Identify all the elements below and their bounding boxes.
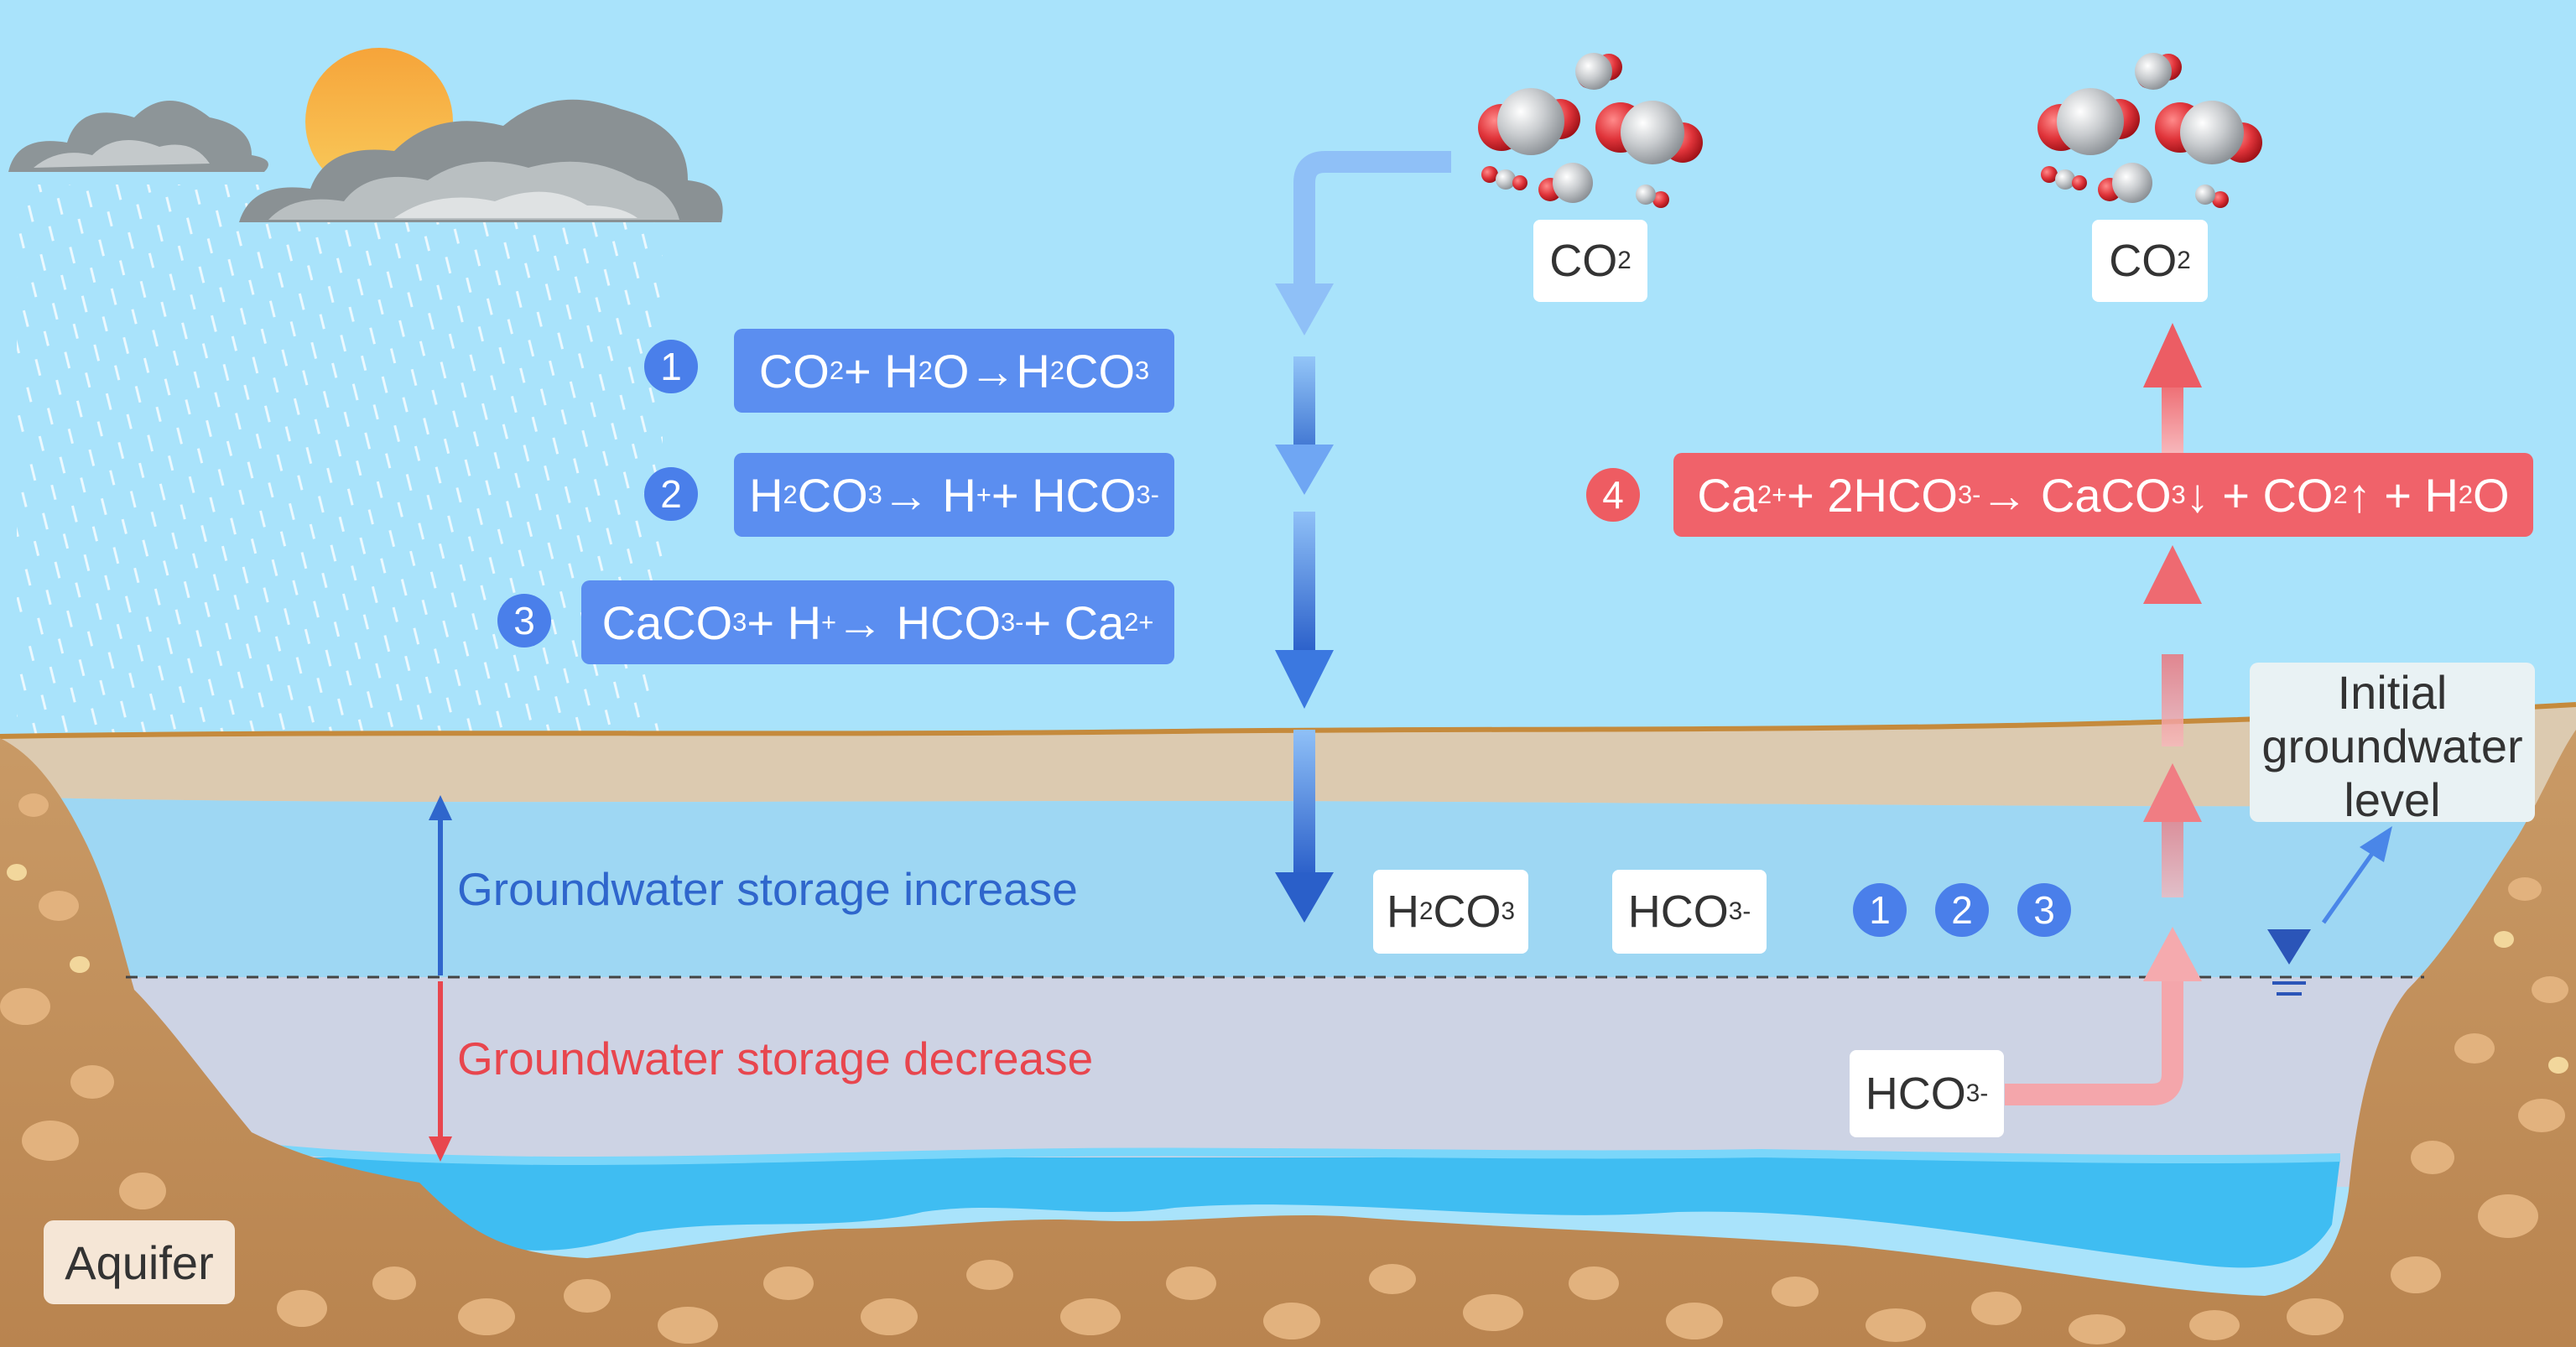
storage-decrease-arrow [429, 981, 452, 1162]
storage-decrease-label: Groundwater storage decrease [457, 1032, 1094, 1084]
step-3-badge: 3 [497, 594, 551, 647]
process-badge-3: 3 [2017, 883, 2071, 937]
process-badge-2: 2 [1935, 883, 1989, 937]
step-4-badge: 4 [1586, 468, 1640, 522]
rock-pebbles [0, 793, 2568, 1344]
rain-icon [17, 185, 663, 738]
co2-molecule-icon [1478, 53, 1703, 208]
step-1-badge: 1 [644, 340, 698, 393]
initial-groundwater-level-label: Initial groundwater level [2250, 663, 2535, 826]
cloud-icon [8, 99, 723, 222]
blue-down-arrow [1275, 151, 1451, 923]
water-level-marker-icon [2267, 929, 2311, 996]
process-badge-1: 1 [1853, 883, 1907, 937]
aquifer-label: Aquifer [44, 1220, 235, 1304]
storage-increase-label: Groundwater storage increase [457, 863, 1078, 915]
aquifer-rock [0, 730, 2576, 1347]
step-2-badge: 2 [644, 467, 698, 521]
red-up-arrow [2005, 323, 2202, 1105]
storage-increase-arrow [429, 795, 452, 975]
